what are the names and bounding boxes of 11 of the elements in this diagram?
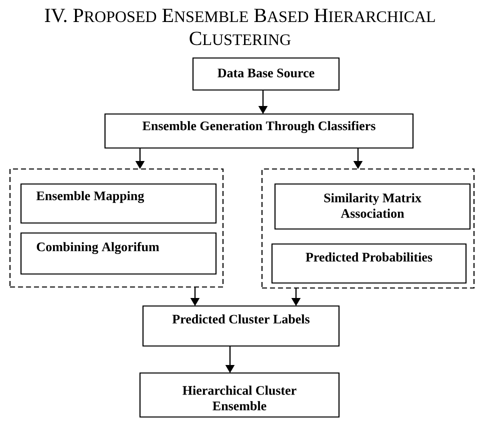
- process-box: Ensemble Mapping: [20, 183, 217, 224]
- process-box: Combining Algorifum: [20, 232, 217, 275]
- dashed-box: [261, 168, 475, 289]
- process-box: Data Base Source: [192, 57, 340, 91]
- process-box: Predicted Cluster Labels: [142, 305, 340, 347]
- process-box: Similarity Matrix Association: [274, 183, 471, 230]
- process-box: Hierarchical Cluster Ensemble: [139, 372, 340, 418]
- dashed-box: [9, 168, 224, 288]
- heading: IV. PROPOSED ENSEMBLE BASED HIERARCHICAL CLUSTERING: [44, 8, 435, 46]
- process-box: Ensemble Generation Through Classifiers: [104, 113, 414, 149]
- process-box: Predicted Probabilities: [271, 243, 467, 284]
